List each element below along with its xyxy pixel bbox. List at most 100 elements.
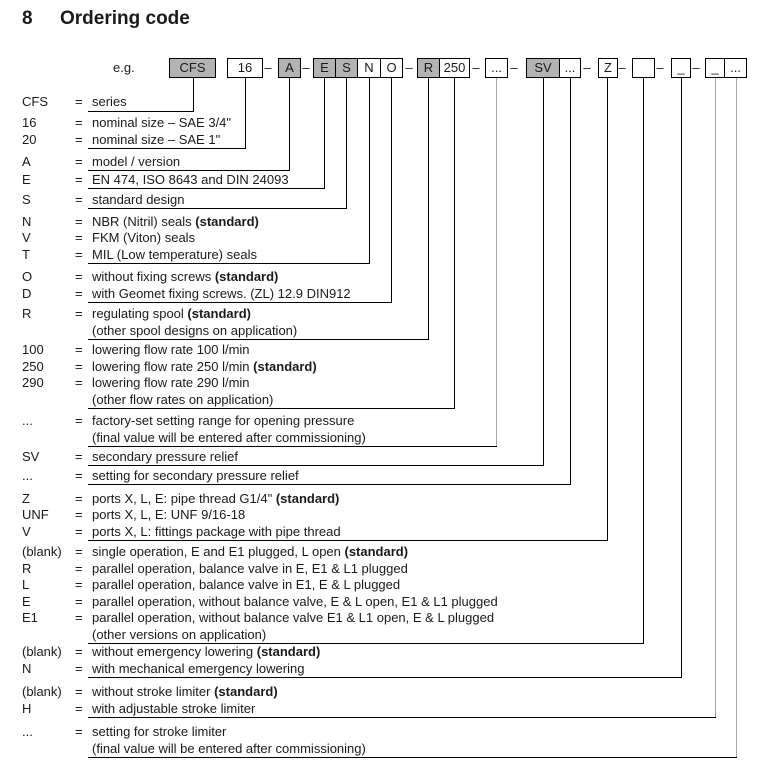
legend-row: 100=lowering flow rate 100 l/min bbox=[22, 342, 317, 359]
legend-key bbox=[22, 392, 75, 409]
legend-group-3: E=EN 474, ISO 8643 and DIN 24093 bbox=[22, 172, 289, 189]
legend-key bbox=[22, 323, 75, 340]
connector-underline bbox=[88, 540, 608, 541]
legend-description: NBR (Nitril) seals (standard) bbox=[92, 213, 259, 229]
legend-row: V=FKM (Viton) seals bbox=[22, 230, 259, 247]
equals-sign: = bbox=[75, 306, 83, 321]
legend-row: R=parallel operation, balance valve in E… bbox=[22, 561, 498, 578]
connector-vline bbox=[346, 78, 347, 209]
legend-key: (blank) bbox=[22, 684, 62, 699]
connector-vline bbox=[715, 78, 716, 718]
legend-row: (other spool designs on application) bbox=[22, 323, 297, 340]
legend-key: 100 bbox=[22, 342, 44, 357]
legend-row: (blank)=single operation, E and E1 plugg… bbox=[22, 544, 498, 561]
legend-group-0: CFS=series bbox=[22, 94, 127, 111]
legend-row: (blank)=without emergency lowering (stan… bbox=[22, 644, 320, 661]
equals-sign: = bbox=[75, 413, 83, 428]
legend-group-15: (blank) = without stroke limiter (standard… bbox=[22, 684, 278, 717]
legend-description: with adjustable stroke limiter bbox=[92, 700, 256, 716]
equals-sign bbox=[75, 430, 92, 447]
connector-underline bbox=[88, 148, 246, 149]
equals-sign: = bbox=[75, 375, 83, 390]
equals-sign: = bbox=[75, 660, 83, 676]
connector-vline bbox=[543, 78, 544, 466]
connector-underline bbox=[88, 677, 682, 678]
legend-description: (other flow rates on application) bbox=[92, 391, 274, 407]
legend-description: regulating spool (standard) bbox=[92, 306, 251, 321]
code-box-cfs: CFS bbox=[169, 58, 216, 78]
connector-vline bbox=[369, 78, 370, 264]
legend-key: E bbox=[22, 171, 31, 187]
connector-vline bbox=[454, 78, 455, 409]
legend-row: (final value will be entered after commi… bbox=[22, 430, 366, 447]
legend-key: E1 bbox=[22, 610, 38, 625]
connector-underline bbox=[88, 717, 716, 718]
code-separator-dash: – bbox=[302, 60, 310, 75]
connector-underline bbox=[88, 263, 370, 264]
connector-underline bbox=[88, 188, 325, 189]
connector-underline bbox=[88, 110, 194, 112]
legend-group-11: ...=setting for secondary pressure relie… bbox=[22, 468, 299, 485]
legend-description: (other versions on application) bbox=[92, 626, 267, 642]
legend-row: (other versions on application) bbox=[22, 627, 498, 644]
legend-description: (final value will be entered after commi… bbox=[92, 740, 366, 756]
legend-row: O=without fixing screws (standard) bbox=[22, 269, 351, 286]
code-separator-dash: – bbox=[264, 60, 272, 75]
legend-description: secondary pressure relief bbox=[92, 448, 238, 464]
equals-sign: = bbox=[75, 230, 83, 245]
legend-row: S=standard design bbox=[22, 192, 185, 209]
connector-vline bbox=[607, 78, 608, 541]
connector-underline bbox=[88, 208, 347, 209]
code-box-sv: SV bbox=[526, 58, 560, 78]
legend-row: UNF=ports X, L, E: UNF 9/16-18 bbox=[22, 507, 341, 524]
legend-description: lowering flow rate 250 l/min (standard) bbox=[92, 358, 317, 374]
connector-underline bbox=[88, 484, 571, 485]
connector-vline bbox=[193, 78, 194, 112]
legend-row: (final value will be entered after commi… bbox=[22, 741, 366, 758]
code-box-s: S bbox=[335, 58, 358, 78]
equals-sign: = bbox=[75, 577, 83, 592]
legend-group-16: ...=setting for stroke limiter(final val… bbox=[22, 724, 366, 757]
code-separator-dash: – bbox=[472, 60, 480, 75]
legend-description: factory-set setting range for opening pr… bbox=[92, 413, 355, 428]
code-separator-dash: – bbox=[656, 60, 664, 75]
legend-row: L=parallel operation, balance valve in E… bbox=[22, 577, 498, 594]
code-box-e: E bbox=[313, 58, 336, 78]
connector-vline bbox=[391, 78, 392, 303]
legend-key: E bbox=[22, 593, 31, 609]
legend-group-2: A=model / version bbox=[22, 154, 180, 171]
connector-vline bbox=[736, 78, 737, 758]
connector-vline bbox=[643, 78, 644, 644]
legend-key: N bbox=[22, 660, 32, 676]
legend-description: setting for secondary pressure relief bbox=[92, 467, 299, 483]
legend-description: nominal size – SAE 1" bbox=[92, 131, 221, 147]
legend-key: (blank) bbox=[22, 644, 62, 659]
legend-key: Z bbox=[22, 490, 30, 506]
legend-row: Z=ports X, L, E: pipe thread G1/4" (stan… bbox=[22, 491, 341, 508]
code-separator-dash: – bbox=[405, 60, 413, 75]
equals-sign: = bbox=[75, 724, 83, 739]
legend-description: ports X, L: fittings package with pipe t… bbox=[92, 523, 341, 539]
legend-row: (blank) = without stroke limiter (standard… bbox=[22, 684, 278, 701]
legend-group-13: (blank)=single operation, E and E1 plugg… bbox=[22, 544, 498, 643]
equals-sign: = bbox=[75, 213, 83, 229]
legend-description: single operation, E and E1 plugged, L op… bbox=[92, 544, 409, 559]
legend-key bbox=[22, 627, 75, 644]
legend-row: A=model / version bbox=[22, 154, 180, 171]
connector-underline bbox=[88, 170, 290, 171]
connector-underline bbox=[88, 757, 737, 758]
equals-sign bbox=[75, 627, 92, 644]
connector-vline bbox=[496, 78, 497, 447]
section-number: 8 bbox=[22, 8, 33, 29]
legend-key: SV bbox=[22, 448, 40, 464]
legend-key: R bbox=[22, 560, 32, 576]
connector-vline bbox=[324, 78, 325, 189]
legend-description: without stroke limiter (standard) bbox=[92, 684, 278, 699]
example-label: e.g. bbox=[113, 60, 135, 75]
legend-description: parallel operation, balance valve in E, … bbox=[92, 560, 408, 576]
legend-description: with Geomet fixing screws. (ZL) 12.9 DIN… bbox=[92, 285, 351, 301]
code-box-underscore: _ bbox=[705, 58, 725, 78]
equals-sign: = bbox=[75, 684, 83, 699]
legend-description: (other spool designs on application) bbox=[92, 322, 298, 338]
legend-description: with mechanical emergency lowering bbox=[92, 660, 305, 676]
